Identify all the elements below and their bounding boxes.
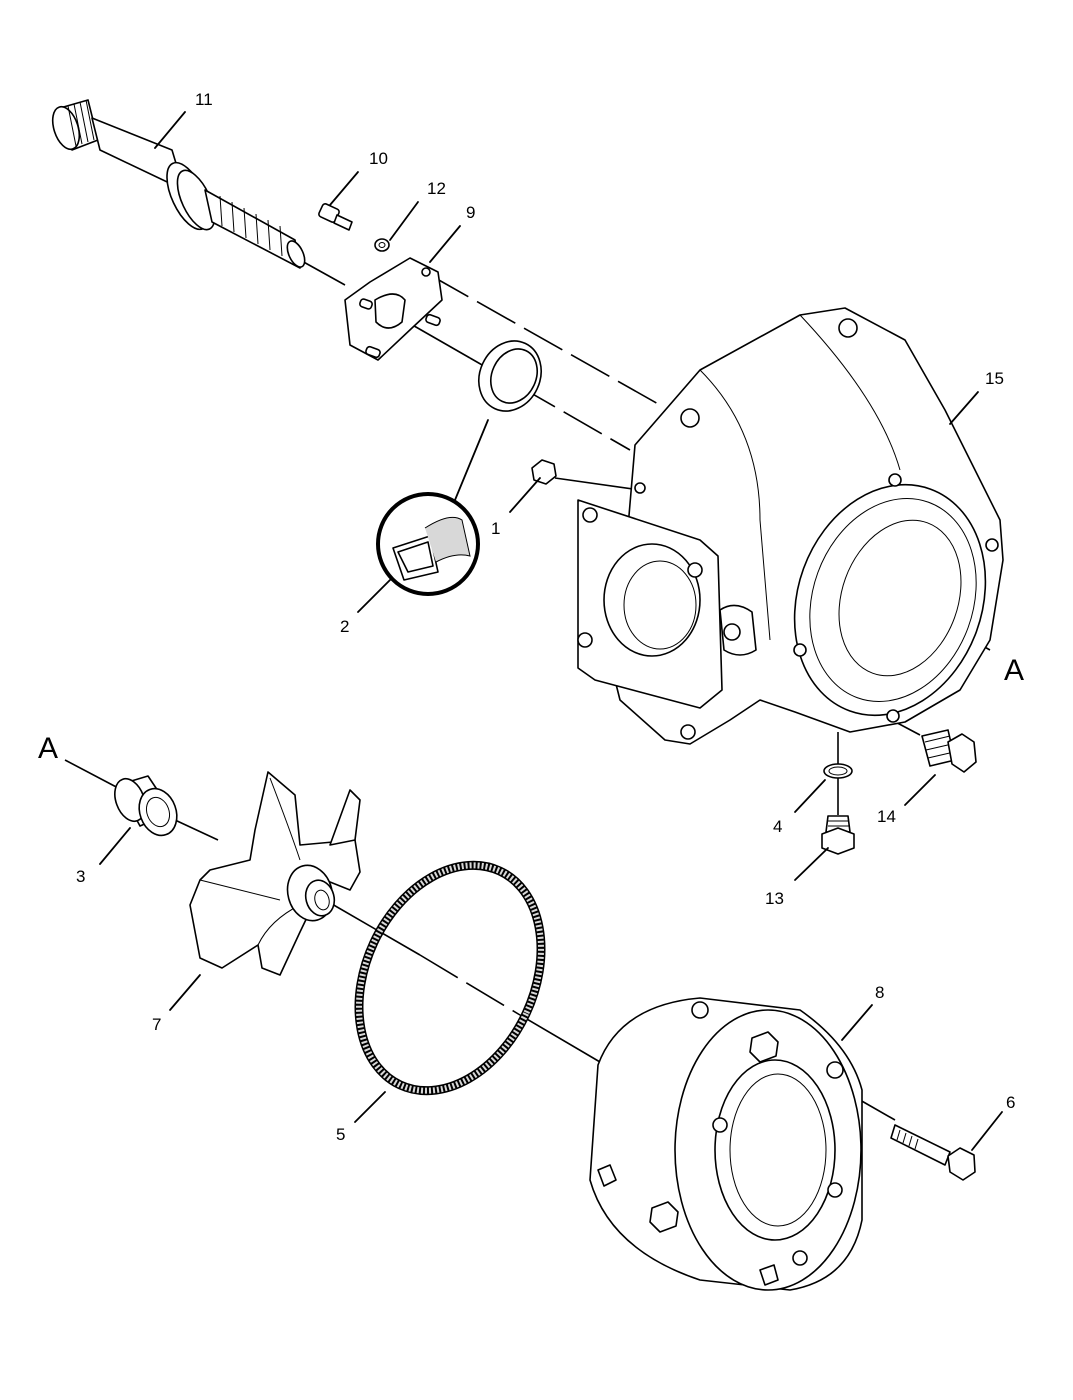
section-mark-a-left: A (38, 732, 58, 765)
callout-4: 4 (773, 817, 782, 836)
callout-11: 11 (195, 90, 213, 109)
gasket-part-5 (354, 860, 546, 1096)
callout-10: 10 (369, 149, 388, 168)
retainer-plate-part-9 (344, 257, 443, 361)
callout-5: 5 (336, 1125, 345, 1144)
bearing-part-3 (114, 775, 178, 837)
callout-labels: 1 2 3 4 5 6 7 8 9 10 11 12 13 14 15 A A (38, 90, 1024, 1144)
callout-12: 12 (427, 179, 446, 198)
callout-9: 9 (466, 203, 475, 222)
callout-14: 14 (877, 807, 896, 826)
seal-detail-callout (376, 492, 480, 596)
callout-13: 13 (765, 889, 784, 908)
shaft-part-11 (51, 99, 306, 269)
washer-part-12 (374, 238, 390, 252)
callout-6: 6 (1006, 1093, 1015, 1112)
seal-part-2 (454, 340, 542, 501)
fitting-part-13 (821, 815, 855, 855)
housing-part-8 (589, 997, 863, 1291)
washer-part-4 (823, 763, 853, 779)
callout-3: 3 (76, 867, 85, 886)
callout-7: 7 (152, 1015, 161, 1034)
callout-2: 2 (340, 617, 349, 636)
section-mark-a-right: A (1004, 654, 1024, 687)
callout-8: 8 (875, 983, 884, 1002)
housing-part-15 (577, 307, 1004, 745)
callout-1: 1 (491, 519, 500, 538)
callout-15: 15 (985, 369, 1004, 388)
plug-part-1 (531, 459, 557, 485)
plug-part-14 (921, 729, 977, 773)
leader-lines (99, 111, 1003, 1151)
impeller-part-7 (189, 771, 361, 976)
bolt-part-10 (318, 203, 353, 231)
screw-part-6 (890, 1124, 976, 1181)
